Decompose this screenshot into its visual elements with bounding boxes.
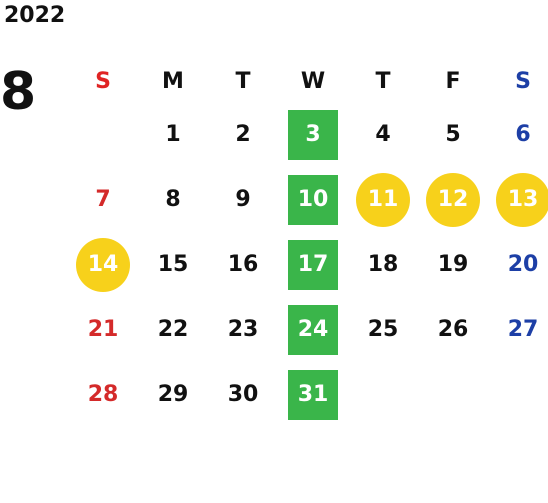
highlight-circle <box>496 172 548 227</box>
day-cell[interactable]: 8 <box>138 167 208 232</box>
day-cell[interactable]: 24 <box>278 297 348 362</box>
day-number: 31 <box>297 382 329 407</box>
day-cell[interactable]: 4 <box>348 102 418 167</box>
weekday-sunday: S <box>95 68 111 94</box>
empty-day-cell <box>348 362 418 427</box>
day-cell[interactable]: 23 <box>208 297 278 362</box>
day-cell[interactable]: 3 <box>278 102 348 167</box>
day-number: 6 <box>515 122 531 147</box>
day-number: 28 <box>87 382 119 407</box>
day-cell[interactable]: 18 <box>348 232 418 297</box>
highlight-square <box>288 239 338 290</box>
day-cell[interactable]: 15 <box>138 232 208 297</box>
day-number: 3 <box>305 122 321 147</box>
day-number: 18 <box>367 252 399 277</box>
day-cell[interactable]: 19 <box>418 232 488 297</box>
week-row: 21 22 23 24 25 26 27 <box>68 297 548 362</box>
week-row: 28 29 30 31 <box>68 362 548 427</box>
day-cell[interactable]: 22 <box>138 297 208 362</box>
highlight-square <box>288 369 338 420</box>
day-number: 16 <box>227 252 259 277</box>
day-cell[interactable]: 16 <box>208 232 278 297</box>
day-cell[interactable]: 11 <box>348 167 418 232</box>
day-cell[interactable]: 7 <box>68 167 138 232</box>
day-number: 23 <box>227 317 259 342</box>
weekday-monday: M <box>162 68 184 94</box>
empty-day-cell <box>488 362 548 427</box>
week-row: 14 15 16 17 18 19 20 <box>68 232 548 297</box>
day-cell[interactable]: 5 <box>418 102 488 167</box>
day-number: 8 <box>165 187 181 212</box>
highlight-square <box>288 174 338 225</box>
day-cell[interactable]: 29 <box>138 362 208 427</box>
day-number: 5 <box>445 122 461 147</box>
day-cell[interactable]: 13 <box>488 167 548 232</box>
day-number: 24 <box>297 317 329 342</box>
highlight-circle <box>76 237 130 292</box>
day-cell[interactable]: 25 <box>348 297 418 362</box>
month-number: 8 <box>0 62 37 122</box>
day-number: 11 <box>367 187 399 212</box>
day-number: 9 <box>235 187 251 212</box>
day-cell[interactable]: 21 <box>68 297 138 362</box>
day-cell[interactable]: 1 <box>138 102 208 167</box>
day-number: 20 <box>507 252 539 277</box>
day-number: 21 <box>87 317 119 342</box>
day-number: 26 <box>437 317 469 342</box>
day-number: 30 <box>227 382 259 407</box>
day-number: 13 <box>507 187 539 212</box>
week-row: 1 2 3 4 5 6 <box>68 102 548 167</box>
day-cell[interactable]: 2 <box>208 102 278 167</box>
day-cell[interactable]: 30 <box>208 362 278 427</box>
day-number: 14 <box>87 252 119 277</box>
weekday-wednesday: W <box>300 68 326 94</box>
day-cell[interactable]: 14 <box>68 232 138 297</box>
highlight-square <box>288 304 338 355</box>
empty-day-cell <box>68 102 138 167</box>
day-cell[interactable]: 6 <box>488 102 548 167</box>
day-cell[interactable]: 26 <box>418 297 488 362</box>
day-number: 29 <box>157 382 189 407</box>
day-cell[interactable]: 28 <box>68 362 138 427</box>
empty-day-cell <box>418 362 488 427</box>
day-number: 2 <box>235 122 251 147</box>
day-cell[interactable]: 9 <box>208 167 278 232</box>
day-number: 10 <box>297 187 329 212</box>
day-cell[interactable]: 17 <box>278 232 348 297</box>
weekday-tuesday: T <box>235 68 251 94</box>
day-number: 17 <box>297 252 329 277</box>
day-number: 27 <box>507 317 539 342</box>
day-cell[interactable]: 12 <box>418 167 488 232</box>
highlight-circle <box>426 172 480 227</box>
week-row: 7 8 9 10 11 12 13 <box>68 167 548 232</box>
year-label: 2022 <box>4 3 66 28</box>
weekday-friday: F <box>445 68 461 94</box>
weekday-header-row: S M T W T F S <box>68 60 548 102</box>
highlight-square <box>288 109 338 160</box>
day-number: 25 <box>367 317 399 342</box>
day-number: 19 <box>437 252 469 277</box>
day-number: 4 <box>375 122 391 147</box>
day-cell[interactable]: 31 <box>278 362 348 427</box>
weekday-saturday: S <box>515 68 531 94</box>
day-number: 7 <box>95 187 111 212</box>
highlight-circle <box>356 172 410 227</box>
day-number: 12 <box>437 187 469 212</box>
day-cell[interactable]: 10 <box>278 167 348 232</box>
day-cell[interactable]: 27 <box>488 297 548 362</box>
day-number: 1 <box>165 122 181 147</box>
day-cell[interactable]: 20 <box>488 232 548 297</box>
weekday-thursday: T <box>375 68 391 94</box>
day-number: 22 <box>157 317 189 342</box>
day-number: 15 <box>157 252 189 277</box>
